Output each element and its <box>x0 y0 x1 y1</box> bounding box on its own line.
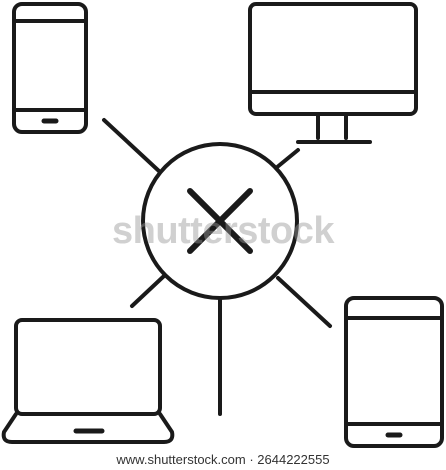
connection-lines <box>102 118 332 416</box>
footer-text: www.shutterstock.com · 2644222555 <box>116 452 330 467</box>
disconnected-x-icon <box>141 142 299 300</box>
laptop-icon <box>1 318 175 444</box>
footer-bar <box>0 449 446 470</box>
tablet-icon <box>344 296 444 448</box>
smartphone-icon <box>12 2 88 134</box>
desktop-monitor-icon <box>248 2 418 144</box>
